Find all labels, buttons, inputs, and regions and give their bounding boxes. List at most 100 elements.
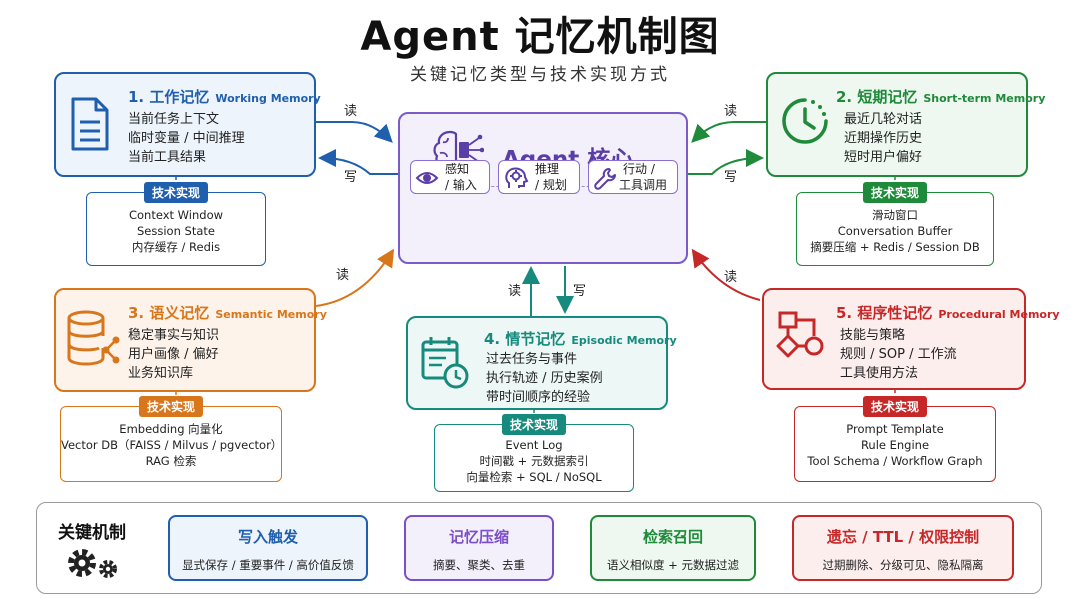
- short-term-memory-title: 2. 短期记忆 Short-term Memory: [836, 86, 1045, 107]
- page-subtitle: 关键记忆类型与技术实现方式: [410, 65, 670, 85]
- tech-line: Context Window: [128, 208, 224, 222]
- mechanism-title: 遗忘 / TTL / 权限控制: [826, 528, 980, 546]
- calendar-clock-icon: [421, 337, 469, 389]
- page-title: Agent 记忆机制图: [360, 14, 720, 60]
- brain-gear-icon: [505, 167, 529, 188]
- document-icon: [71, 97, 109, 151]
- episodic-memory-line: 带时间顺序的经验: [486, 390, 591, 405]
- core-module-action-line1: 行动 /: [623, 162, 655, 176]
- procedural-memory-lines: 技能与策略 规则 / SOP / 工作流 工具使用方法: [840, 326, 957, 383]
- working-memory-line: 临时变量 / 中间推理: [128, 131, 245, 146]
- procedural-memory-line: 技能与策略: [840, 328, 906, 343]
- tech-line: 时间戳 + 元数据索引: [479, 454, 589, 468]
- tech-line: Vector DB（FAISS / Milvus / pgvector）: [61, 438, 283, 452]
- short-term-write-label: 写: [724, 170, 738, 185]
- working-memory-tech-box: 技术实现 Context Window Session State 内存缓存 /…: [86, 182, 266, 266]
- episodic-memory-lines: 过去任务与事件 执行轨迹 / 历史案例 带时间顺序的经验: [486, 350, 603, 407]
- procedural-read-label: 读: [724, 270, 738, 285]
- tech-line: 内存缓存 / Redis: [131, 240, 221, 254]
- episodic-write-label: 写: [573, 284, 587, 299]
- tech-tag: 技术实现: [143, 182, 209, 203]
- mechanism-desc: 显式保存 / 重要事件 / 高价值反馈: [182, 558, 354, 572]
- tech-line: Embedding 向量化: [119, 422, 223, 436]
- agent-core-box: Agent 核心 感知 / 输入 推理 / 规划 行动 / 工具调用: [398, 112, 688, 264]
- short-term-memory-title-cn: 2. 短期记忆: [836, 88, 918, 106]
- mechanism-write-trigger: 写入触发 显式保存 / 重要事件 / 高价值反馈: [168, 515, 368, 581]
- working-read-label: 读: [344, 104, 358, 119]
- tech-tag: 技术实现: [862, 182, 928, 203]
- episodic-memory-line: 执行轨迹 / 历史案例: [486, 371, 603, 386]
- flowchart-icon: [776, 311, 824, 358]
- mechanism-title: 写入触发: [237, 528, 298, 546]
- short-term-memory-title-en: Short-term Memory: [923, 92, 1046, 105]
- mechanism-compression: 记忆压缩 摘要、聚类、去重: [404, 515, 554, 581]
- semantic-read-label: 读: [336, 268, 350, 283]
- semantic-memory-tech-box: 技术实现 Embedding 向量化 Vector DB（FAISS / Mil…: [60, 396, 283, 482]
- working-memory-line: 当前任务上下文: [128, 112, 220, 127]
- episodic-memory-title-cn: 4. 情节记忆: [484, 330, 566, 348]
- gears-icon: [68, 549, 117, 578]
- tech-line: Tool Schema / Workflow Graph: [807, 454, 983, 468]
- core-module-reasoning: 推理 / 规划: [498, 160, 580, 194]
- mechanism-desc: 过期删除、分级可见、隐私隔离: [822, 558, 984, 572]
- short-term-memory-lines: 最近几轮对话 近期操作历史 短时用户偏好: [844, 110, 922, 167]
- core-module-perception: 感知 / 输入: [410, 160, 490, 194]
- semantic-memory-title-cn: 3. 语义记忆: [128, 304, 210, 322]
- tech-line: Rule Engine: [860, 438, 930, 452]
- brain-circuit-icon: [433, 130, 484, 172]
- semantic-memory-lines: 稳定事实与知识 用户画像 / 偏好 业务知识库: [128, 326, 219, 383]
- semantic-memory-line: 稳定事实与知识: [128, 328, 220, 343]
- working-memory-title-cn: 1. 工作记忆: [128, 88, 210, 106]
- database-share-icon: [67, 310, 120, 366]
- episodic-memory-line: 过去任务与事件: [486, 352, 578, 367]
- episodic-memory-title-en: Episodic Memory: [571, 334, 677, 347]
- core-module-reasoning-line2: / 规划: [535, 178, 567, 192]
- working-write-label: 写: [344, 170, 358, 185]
- tech-tag: 技术实现: [138, 396, 204, 417]
- procedural-memory-line: 工具使用方法: [840, 366, 919, 381]
- episodic-memory-tech-box: 技术实现 Event Log 时间戳 + 元数据索引 向量检索 + SQL / …: [434, 414, 634, 492]
- tech-tag: 技术实现: [501, 414, 567, 435]
- semantic-memory-line: 用户画像 / 偏好: [128, 347, 219, 362]
- mechanism-title: 检索召回: [642, 528, 703, 546]
- core-module-reasoning-line1: 推理: [535, 162, 560, 176]
- core-module-action: 行动 / 工具调用: [588, 160, 678, 194]
- procedural-memory-line: 规则 / SOP / 工作流: [840, 347, 957, 362]
- short-term-memory-card: 2. 短期记忆 Short-term Memory 最近几轮对话 近期操作历史 短…: [766, 72, 1045, 177]
- mechanism-desc: 摘要、聚类、去重: [433, 558, 525, 572]
- core-module-action-line2: 工具调用: [619, 178, 668, 192]
- working-memory-card: 1. 工作记忆 Working Memory 当前任务上下文 临时变量 / 中间推…: [54, 72, 321, 177]
- working-memory-title-en: Working Memory: [215, 92, 321, 105]
- episodic-read-label: 读: [508, 284, 522, 299]
- key-mechanisms-label: 关键机制: [58, 523, 126, 543]
- tech-tag: 技术实现: [862, 396, 928, 417]
- wrench-icon: [594, 168, 616, 190]
- tech-line: Session State: [137, 224, 215, 238]
- semantic-memory-line: 业务知识库: [128, 366, 194, 381]
- short-term-memory-line: 短时用户偏好: [844, 150, 923, 165]
- mechanism-forget-ttl: 遗忘 / TTL / 权限控制 过期删除、分级可见、隐私隔离: [792, 515, 1014, 581]
- core-module-perception-line1: 感知: [445, 162, 470, 176]
- short-term-memory-line: 最近几轮对话: [844, 112, 923, 127]
- working-memory-line: 当前工具结果: [128, 150, 207, 165]
- mechanism-title: 记忆压缩: [448, 528, 509, 546]
- mechanism-retrieval: 检索召回 语义相似度 + 元数据过滤: [590, 515, 756, 581]
- tech-line: Conversation Buffer: [837, 224, 953, 238]
- tech-line: Prompt Template: [846, 422, 944, 436]
- tech-line: 滑动窗口: [872, 208, 918, 222]
- working-memory-lines: 当前任务上下文 临时变量 / 中间推理 当前工具结果: [128, 110, 245, 167]
- short-term-memory-tech-box: 技术实现 滑动窗口 Conversation Buffer 摘要压缩 + Red…: [796, 182, 994, 266]
- tech-line: 向量检索 + SQL / NoSQL: [466, 470, 602, 484]
- core-module-perception-line2: / 输入: [445, 178, 477, 192]
- short-term-read-label: 读: [724, 104, 738, 119]
- short-term-memory-line: 近期操作历史: [844, 131, 923, 146]
- tech-line: 摘要压缩 + Redis / Session DB: [810, 240, 980, 254]
- mechanism-desc: 语义相似度 + 元数据过滤: [607, 558, 739, 572]
- procedural-memory-title-cn: 5. 程序性记忆: [836, 304, 933, 322]
- semantic-memory-title-en: Semantic Memory: [215, 308, 327, 321]
- semantic-memory-card: 3. 语义记忆 Semantic Memory 稳定事实与知识 用户画像 / 偏好…: [54, 288, 327, 392]
- clock-icon: [782, 98, 828, 144]
- episodic-memory-title: 4. 情节记忆 Episodic Memory: [484, 328, 677, 349]
